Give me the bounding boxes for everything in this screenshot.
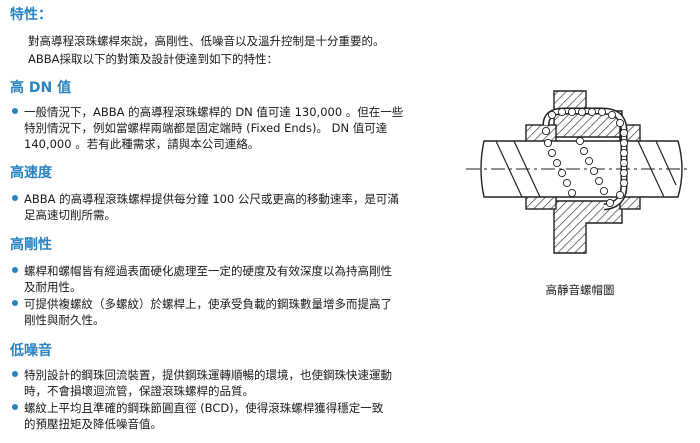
ball-screw-nut-cross-section-icon <box>466 90 690 254</box>
bullet-dot-icon <box>12 404 18 410</box>
low-noise-bullet-2: 螺紋上平均且準確的鋼珠節圓直徑 (BCD)，使得滾珠螺桿獲得穩定一致 的預壓扭矩… <box>12 400 432 432</box>
high-dn-bullet-1: 一般情況下，ABBA 的高導程滾珠螺桿的 DN 值可達 130,000 。但在一… <box>12 104 432 152</box>
bullet-dot-icon <box>12 371 18 377</box>
features-intro-line-1: 對高導程滾珠螺桿來說，高剛性、低噪音以及溫升控制是十分重要的。 <box>28 34 385 48</box>
bullet-line: ABBA 的高導程滾珠螺桿提供每分鐘 100 公尺或更高的移動速率，是可滿 <box>24 192 399 206</box>
bullet-line: 140,000 。若有此種需求，請與本公司連絡。 <box>24 137 260 151</box>
high-rigidity-bullet-2: 可提供複螺紋（多螺紋）於螺桿上，使承受負載的鋼珠數量增多而提高了 剛性與耐久性。 <box>12 296 432 328</box>
low-noise-bullet-1: 特別設計的鋼珠回流裝置，提供鋼珠運轉順暢的環境，也使鋼珠快速運動 時，不會損壞迴… <box>12 367 432 399</box>
bullet-line: 螺桿和螺帽皆有經過表面硬化處理至一定的硬度及有效深度以為持高剛性 <box>24 264 392 278</box>
low-noise-heading: 低噪音 <box>10 343 52 359</box>
bullet-dot-icon <box>12 300 18 306</box>
high-speed-bullet-1: ABBA 的高導程滾珠螺桿提供每分鐘 100 公尺或更高的移動速率，是可滿 足高… <box>12 191 432 223</box>
bullet-line: 螺紋上平均且準確的鋼珠節圓直徑 (BCD)，使得滾珠螺桿獲得穩定一致 <box>24 401 384 415</box>
bullet-dot-icon <box>12 108 18 114</box>
high-speed-heading: 高速度 <box>10 165 52 181</box>
bullet-dot-icon <box>12 267 18 273</box>
bullet-dot-icon <box>12 195 18 201</box>
bullet-line: 一般情況下，ABBA 的高導程滾珠螺桿的 DN 值可達 130,000 。但在一… <box>24 105 404 119</box>
high-dn-heading: 高 DN 值 <box>10 80 72 96</box>
features-heading: 特性： <box>10 7 52 23</box>
bullet-line: 剛性與耐久性。 <box>24 313 105 327</box>
features-intro-line-2: ABBA採取以下的對策及設計使達到如下的特性： <box>28 52 279 66</box>
bullet-line: 及耐用性。 <box>24 280 82 294</box>
figure-caption: 高靜音螺帽圖 <box>545 283 615 297</box>
ball-screw-nut-figure <box>462 85 692 270</box>
bullet-line: 可提供複螺紋（多螺紋）於螺桿上，使承受負載的鋼珠數量增多而提高了 <box>24 297 392 311</box>
bullet-line: 時，不會損壞迴流管，保證滾珠螺桿的品質。 <box>24 384 254 398</box>
bullet-line: 足高速切削所需。 <box>24 208 116 222</box>
high-rigidity-bullet-1: 螺桿和螺帽皆有經過表面硬化處理至一定的硬度及有效深度以為持高剛性 及耐用性。 <box>12 263 432 295</box>
bullet-line: 特別設計的鋼珠回流裝置，提供鋼珠運轉順暢的環境，也使鋼珠快速運動 <box>24 368 392 382</box>
bullet-line: 特別情況下，例如當螺桿兩端都是固定端時 (Fixed Ends)。 DN 值可達 <box>24 121 388 135</box>
bullet-line: 的預壓扭矩及降低噪音值。 <box>24 417 162 431</box>
high-rigidity-heading: 高剛性 <box>10 237 52 253</box>
